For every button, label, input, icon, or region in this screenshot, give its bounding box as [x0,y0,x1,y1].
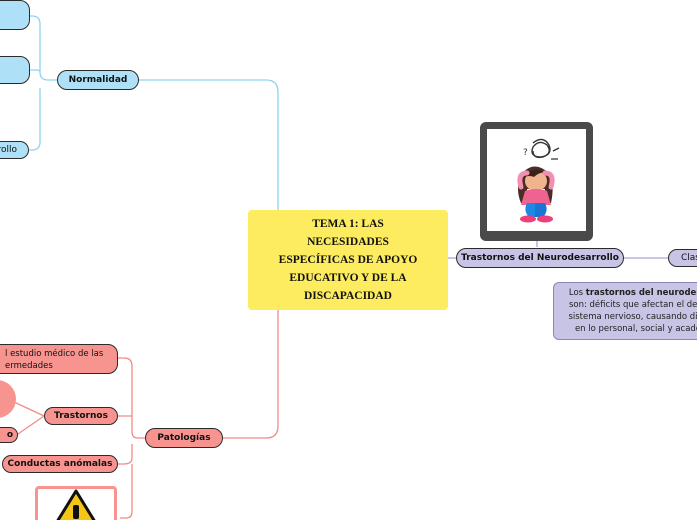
tablet-screen: ? [487,129,586,231]
link-central-normalidad [139,79,279,210]
topic-patologias-label: Patologías [157,433,211,443]
trastornos-child[interactable]: o [0,427,18,443]
normalidad-child-3[interactable]: rrollo [0,141,29,159]
neuro-note-line-1-bold: trastornos del neurodesa [585,288,697,298]
neuro-note-line-1-prefix: Los [568,288,586,298]
neuro-note-line-1: Los trastornos del neurodesa [560,287,697,299]
neuro-note[interactable]: Los trastornos del neurodesa son: défici… [553,282,697,340]
link-normalidad-children [28,15,57,151]
normalidad-child-3-label: rrollo [0,145,18,155]
neuro-note-line-3: sistema nervioso, causando dific [568,312,697,322]
topic-normalidad[interactable]: Normalidad [57,70,139,90]
tablet-image: ? [480,122,593,241]
topic-trastornos-neurodesarrollo[interactable]: Trastornos del Neurodesarrollo [456,248,624,268]
warning-image-frame [35,486,117,520]
neuro-note-line-4: en lo personal, social y acadé [574,324,697,334]
normalidad-child-2[interactable] [0,56,30,84]
link-central-patologias [223,310,279,439]
topic-conductas-anomalas[interactable]: Conductas anómalas [2,455,118,473]
topic-trastornos[interactable]: Trastornos [44,407,118,425]
trastornos-image-placeholder [0,380,16,418]
warning-triangle-icon [56,489,96,520]
topic-patologias[interactable]: Patologías [145,428,223,448]
topic-normalidad-label: Normalidad [68,75,128,85]
central-topic-line-2: NECESIDADES [307,236,389,248]
study-note-line-2: ermedades [5,361,53,371]
neuro-note-line-2: son: déficits que afectan el desa [568,300,697,310]
central-topic-line-5: DISCAPACIDAD [304,290,392,302]
trastornos-child-label: o [6,430,13,440]
central-topic-line-1: TEMA 1: LAS [312,218,384,230]
stressed-girl-icon: ? [517,138,560,223]
svg-text:?: ? [523,148,528,158]
topic-neuro-label: Trastornos del Neurodesarrollo [461,253,619,263]
neuro-child-label: Clas [681,253,697,263]
link-patologias-children [118,357,145,519]
central-topic-line-4: EDUCATIVO Y DE LA [289,272,407,284]
study-note-line-1: l estudio médico de las [5,349,104,359]
link-trastornos-children [13,401,45,435]
central-topic[interactable]: TEMA 1: LAS NECESIDADES ESPECÍFICAS DE A… [248,210,448,310]
normalidad-child-1[interactable] [0,0,30,30]
topic-conductas-label: Conductas anómalas [7,459,113,469]
central-topic-line-3: ESPECÍFICAS DE APOYO [278,254,418,266]
patologias-study-note[interactable]: l estudio médico de las ermedades [0,344,118,374]
topic-trastornos-label: Trastornos [54,411,108,421]
neuro-child-clas[interactable]: Clas [668,249,697,267]
